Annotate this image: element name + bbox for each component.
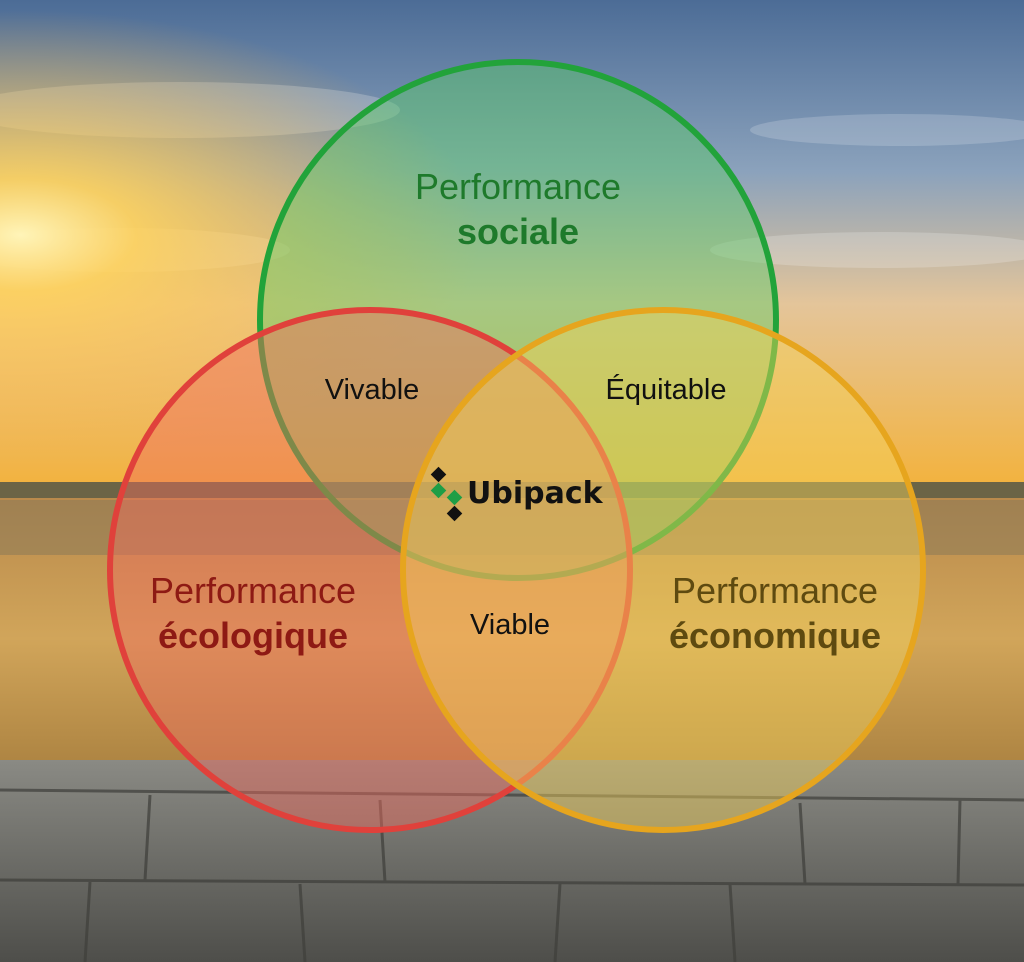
set-label-line2: écologique [158, 615, 348, 656]
set-label-line1: Performance [150, 570, 356, 611]
ubipack-wordmark: Ubipack [467, 476, 604, 511]
set-label-line1: Performance [415, 166, 621, 207]
venn-circles [107, 59, 926, 833]
circle-performance-ecologique [107, 307, 633, 833]
sun-glow [0, 0, 1024, 500]
intersection-label-equitable: Équitable [606, 373, 727, 406]
set-label-line2: économique [669, 615, 881, 656]
label-performance-economique: Performance économique [669, 570, 881, 656]
label-performance-ecologique: Performance écologique [150, 570, 356, 656]
treeline [0, 482, 1024, 500]
intersection-label-viable: Viable [470, 609, 550, 641]
far-field [0, 500, 1024, 555]
set-label-line2: sociale [457, 211, 579, 252]
wall-stones [0, 788, 1024, 962]
circle-performance-sociale [257, 59, 779, 581]
label-performance-sociale: Performance sociale [415, 166, 621, 252]
set-label-line1: Performance [672, 570, 878, 611]
intersection-label-vivable: Vivable [325, 374, 420, 406]
circle-performance-economique [400, 307, 926, 833]
